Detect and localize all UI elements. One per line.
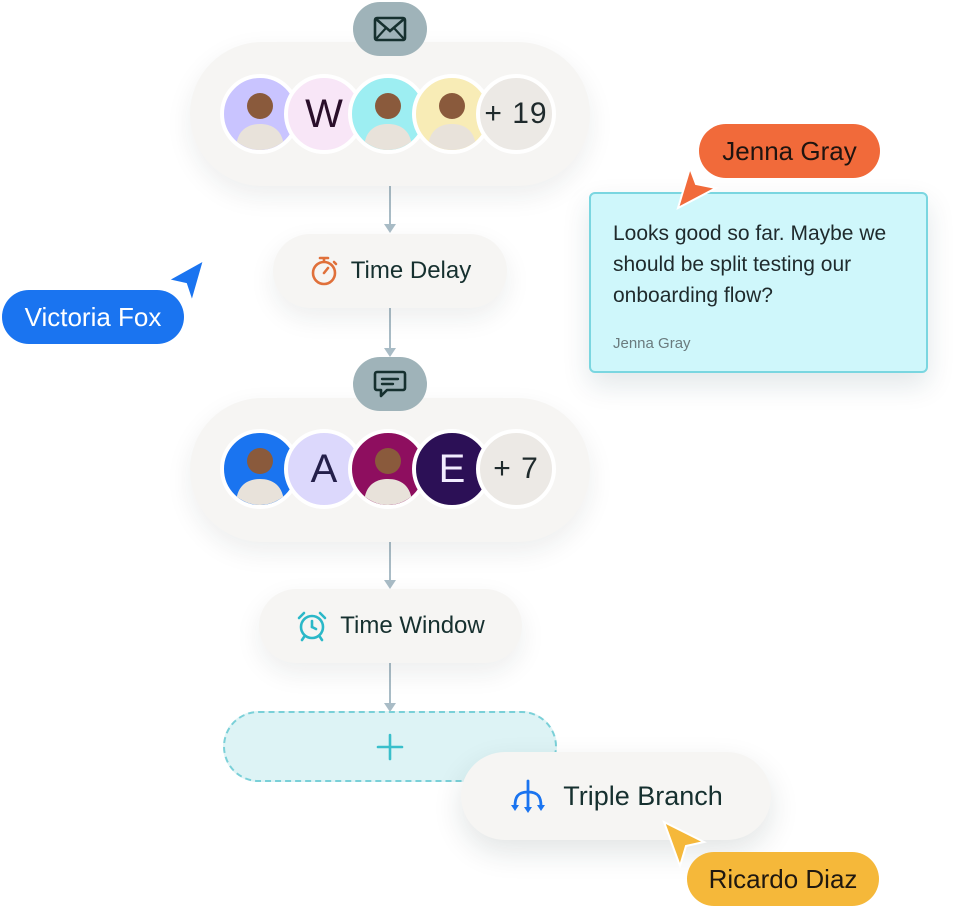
connector-line bbox=[389, 308, 391, 350]
connector-line bbox=[389, 186, 391, 226]
person-silhouette-icon bbox=[236, 448, 284, 505]
comment-card[interactable]: Looks good so far. Maybe we should be sp… bbox=[589, 192, 928, 373]
comment-message: Looks good so far. Maybe we should be sp… bbox=[613, 222, 887, 307]
cursor-pointer-icon bbox=[676, 164, 719, 210]
avatar-initial: W bbox=[305, 91, 343, 136]
avatar-initial: A bbox=[310, 446, 338, 491]
cursor-tag-jenna: Jenna Gray bbox=[699, 124, 880, 178]
connector-line bbox=[389, 663, 391, 705]
time-window-step[interactable]: Time Window bbox=[259, 589, 522, 663]
cursor-pointer-icon bbox=[165, 258, 206, 306]
avatar-initial: E bbox=[438, 446, 466, 491]
connector-line bbox=[389, 542, 391, 582]
chat-bubble-icon bbox=[373, 370, 407, 398]
cursor-name-victoria: Victoria Fox bbox=[24, 301, 162, 332]
message-channel-badge[interactable] bbox=[353, 357, 427, 411]
triple-branch-step[interactable]: Triple Branch bbox=[461, 752, 771, 840]
person-silhouette-icon bbox=[236, 93, 284, 150]
email-channel-badge[interactable] bbox=[353, 2, 427, 56]
connector-arrow bbox=[384, 224, 396, 233]
plus-icon bbox=[376, 733, 404, 760]
avatar-overflow-count[interactable]: + 7 bbox=[476, 429, 556, 509]
branch-icon bbox=[511, 779, 546, 813]
avatar-man-beard-yellow[interactable] bbox=[412, 74, 492, 154]
person-silhouette-icon bbox=[364, 93, 412, 150]
time-delay-step[interactable]: Time Delay bbox=[273, 234, 507, 308]
cursor-tag-victoria: Victoria Fox bbox=[2, 290, 184, 344]
comment-author: Jenna Gray bbox=[613, 335, 691, 352]
stopwatch-icon bbox=[311, 256, 338, 286]
cursor-tag-ricardo: Ricardo Diaz bbox=[687, 852, 879, 906]
person-silhouette-icon bbox=[364, 448, 412, 505]
triple-branch-label: Triple Branch bbox=[563, 780, 723, 811]
person-silhouette-icon bbox=[428, 93, 476, 150]
connector-arrow bbox=[384, 703, 396, 712]
envelope-icon bbox=[373, 16, 407, 42]
connector-arrow bbox=[384, 580, 396, 589]
overflow-count-label: + 19 bbox=[484, 97, 548, 130]
cursor-name-jenna: Jenna Gray bbox=[722, 135, 857, 166]
avatar-woman-curly-hair[interactable] bbox=[220, 74, 300, 154]
time-delay-label: Time Delay bbox=[350, 257, 472, 284]
time-window-label: Time Window bbox=[340, 612, 485, 639]
avatar-older-man-magenta[interactable] bbox=[348, 429, 428, 509]
cursor-pointer-icon bbox=[662, 820, 707, 868]
connector-arrow bbox=[384, 348, 396, 357]
overflow-count-label: + 7 bbox=[493, 452, 539, 485]
alarm-clock-icon bbox=[297, 611, 327, 642]
avatar-overflow-count[interactable]: + 19 bbox=[476, 74, 556, 154]
cursor-name-ricardo: Ricardo Diaz bbox=[708, 863, 858, 894]
